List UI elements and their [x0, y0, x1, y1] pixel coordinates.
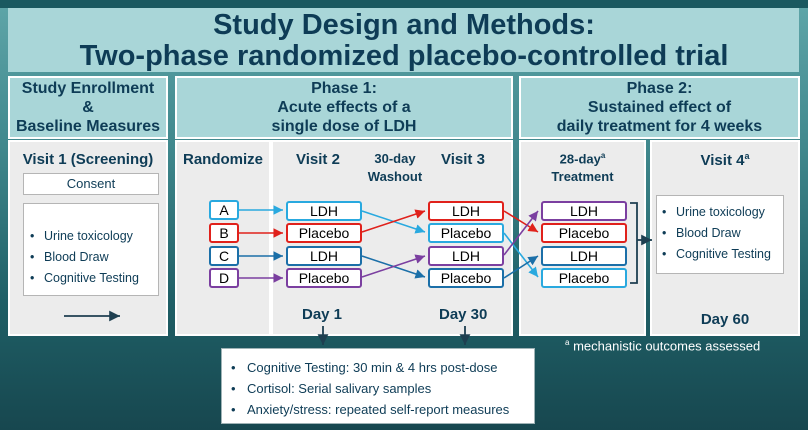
visit3-box-label: Placebo	[440, 270, 492, 286]
visit1-measures-box	[23, 203, 159, 296]
header-enrollment-line-1: Study Enrollment	[21, 80, 155, 97]
visit1-item-label: Cognitive Testing	[44, 271, 139, 285]
path-d-visit2-to-visit3	[361, 254, 426, 278]
outcome-item-label: Cortisol: Serial salivary samples	[247, 381, 432, 396]
treatment-box-a: Placebo	[541, 268, 627, 288]
visit2-box-label: LDH	[309, 203, 338, 219]
visit1-item-label: Blood Draw	[44, 250, 109, 264]
visit1-item-label: Urine toxicology	[44, 229, 133, 243]
consent-box: Consent	[23, 173, 159, 195]
consent-label: Consent	[66, 176, 116, 191]
visit2-box-label: Placebo	[298, 225, 350, 241]
header-phase2: Phase 2: Sustained effect of daily treat…	[519, 76, 800, 139]
visit3-box-c: Placebo	[428, 268, 504, 288]
visit4-day: Day 60	[700, 311, 750, 328]
visit4-item-label: Urine toxicology	[676, 205, 765, 219]
visit4-item-label: Cognitive Testing	[676, 247, 771, 261]
group-b-label: B	[219, 225, 229, 241]
header-phase2-line-2: Sustained effect of	[587, 99, 732, 116]
outcome-item-label: Anxiety/stress: repeated self-report mea…	[247, 402, 510, 417]
visit2-box-label: LDH	[309, 248, 338, 264]
treatment-box-b: Placebo	[541, 223, 627, 243]
visit2-box-a: LDH	[286, 201, 362, 221]
visit3-box-a: Placebo	[428, 223, 504, 243]
treatment-box-label: LDH	[569, 203, 598, 219]
washout-line-1: 30-day	[374, 151, 416, 166]
randomize-title: Randomize	[182, 151, 263, 168]
visit1-title: Visit 1 (Screening)	[22, 151, 154, 168]
visit2-box-label: Placebo	[298, 270, 350, 286]
header-enrollment-line-2: &	[82, 99, 94, 116]
visit2-day: Day 1	[302, 306, 343, 323]
visit4-item: •Blood Draw	[662, 226, 741, 240]
treatment-box-c: LDH	[541, 246, 627, 266]
header-phase2-line-1: Phase 2:	[626, 80, 693, 97]
path-b-visit3-to-treatment	[503, 210, 539, 233]
visit3-box-b: LDH	[428, 201, 504, 221]
path-a-visit3-to-treatment	[503, 232, 539, 278]
group-d-label: D	[218, 270, 230, 286]
footnote-superscript: a	[565, 338, 570, 347]
visit4-measures-box	[656, 195, 784, 274]
treatment-title-text: 28-day	[559, 151, 601, 167]
visit4-item-label: Blood Draw	[676, 226, 741, 240]
treatment-box-label: LDH	[569, 248, 598, 264]
group-c-label: C	[218, 248, 230, 264]
treatment-superscript: a	[600, 151, 606, 160]
visit3-day: Day 30	[439, 306, 488, 323]
visit1-item: •Cognitive Testing	[30, 271, 139, 285]
header-phase1-line-1: Phase 1:	[311, 80, 377, 97]
visit1-item: •Blood Draw	[30, 250, 109, 264]
treatment-title-line-1: 28-daya	[519, 151, 646, 166]
visit4-title-text: Visit 4	[700, 152, 745, 169]
header-phase2-line-3: daily treatment for 4 weeks	[556, 118, 763, 135]
group-a-box: A	[209, 200, 239, 220]
visit2-box-c: LDH	[286, 246, 362, 266]
group-d-box: D	[209, 268, 239, 288]
outcome-item: •Cognitive Testing: 30 min & 4 hrs post-…	[231, 360, 498, 375]
title-line-1: Study Design and Methods:	[213, 9, 595, 41]
treatment-bracket	[630, 202, 638, 284]
group-b-box: B	[209, 223, 239, 243]
path-b-visit2-to-visit3	[361, 209, 426, 233]
washout-line-2: Washout	[367, 169, 423, 184]
path-d-visit3-to-treatment	[503, 210, 539, 256]
visit3-box-label: LDH	[451, 248, 480, 264]
header-enrollment-line-3: Baseline Measures	[15, 118, 161, 135]
visit4-title: Visit 4a	[650, 151, 800, 169]
visit4-item: •Cognitive Testing	[662, 247, 771, 261]
group-a-label: A	[219, 202, 229, 218]
visit2-box-b: Placebo	[286, 223, 362, 243]
treatment-box-label: Placebo	[558, 225, 610, 241]
footnote-text: mechanistic outcomes assessed	[569, 338, 761, 354]
header-phase1-line-2: Acute effects of a	[277, 99, 411, 116]
visit3-box-label: LDH	[451, 203, 480, 219]
treatment-box-d: LDH	[541, 201, 627, 221]
visit4-item: •Urine toxicology	[662, 205, 765, 219]
path-c-visit3-to-treatment	[503, 255, 539, 279]
visit3-box-label: Placebo	[440, 225, 492, 241]
outcomes-box	[221, 348, 535, 424]
top-bar	[0, 0, 808, 8]
visit4-superscript: a	[744, 151, 750, 161]
title-line-2: Two-phase randomized placebo-controlled …	[79, 40, 729, 72]
group-c-box: C	[209, 246, 239, 266]
title-banner	[8, 8, 799, 72]
treatment-title-line-2: Treatment	[551, 169, 614, 184]
visit1-item: •Urine toxicology	[30, 229, 133, 243]
footnote: a mechanistic outcomes assessed	[565, 338, 760, 353]
outcome-item: •Anxiety/stress: repeated self-report me…	[231, 402, 510, 417]
visit2-title: Visit 2	[296, 151, 340, 168]
outcome-item: •Cortisol: Serial salivary samples	[231, 381, 432, 396]
outcome-item-label: Cognitive Testing: 30 min & 4 hrs post-d…	[247, 360, 498, 375]
header-phase1-line-3: single dose of LDH	[271, 118, 417, 135]
header-phase1: Phase 1: Acute effects of a single dose …	[175, 76, 513, 139]
visit2-box-d: Placebo	[286, 268, 362, 288]
treatment-box-label: Placebo	[558, 270, 610, 286]
header-enrollment: Study Enrollment & Baseline Measures	[8, 76, 168, 139]
visit3-title: Visit 3	[441, 151, 485, 168]
visit3-box-d: LDH	[428, 246, 504, 266]
